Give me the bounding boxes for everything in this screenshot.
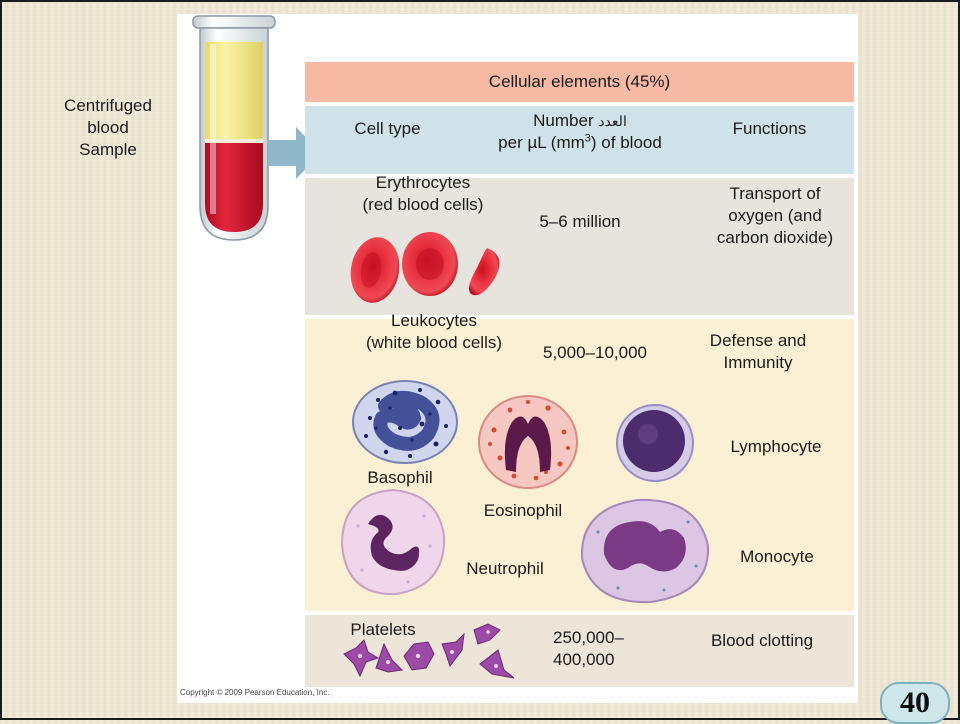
number-unit-a: per µL (mm (498, 133, 585, 152)
erythrocytes-function: Transport of oxygen (and carbon dioxide) (716, 184, 834, 247)
eosinophil-label: Eosinophil (483, 501, 563, 520)
lymphocyte-label: Lymphocyte (730, 437, 822, 456)
cellular-elements-title: Cellular elements (45%) (488, 72, 671, 91)
platelet-band (305, 615, 854, 687)
red-blood-cells-illustration (350, 232, 500, 303)
column-header-band (305, 106, 854, 174)
number-unit-b: ) of blood (590, 133, 662, 152)
leukocytes-label: Leukocytes (white blood cells) (365, 311, 503, 352)
basophil-cell (352, 380, 458, 464)
leukocytes-number: 5,000–10,000 (543, 343, 647, 362)
number-label-arabic: العدد (598, 113, 627, 129)
page-number-badge: 40 (880, 682, 950, 724)
neutrophil-label: Neutrophil (466, 559, 544, 578)
platelets-number: 250,000– 400,000 (553, 628, 624, 669)
centrifuge-tube (192, 15, 276, 241)
basophil-label: Basophil (367, 468, 433, 487)
neutrophil-cell (340, 488, 446, 596)
platelets-illustration (343, 623, 515, 679)
number-label: Number (533, 111, 594, 130)
copyright-notice: Copyright © 2009 Pearson Education, Inc. (180, 688, 330, 697)
monocyte-label: Monocyte (740, 547, 814, 566)
platelets-label: Platelets (350, 620, 416, 639)
header-band (305, 62, 854, 102)
platelets-function: Blood clotting (710, 631, 814, 650)
number-unit-sup: 3 (584, 132, 591, 145)
erythrocyte-band (305, 178, 854, 315)
monocyte-cell (580, 498, 710, 604)
column-functions: Functions (732, 119, 807, 138)
eosinophil-cell (478, 395, 578, 489)
leukocytes-function: Defense and Immunity (709, 331, 807, 372)
erythrocytes-label: Erythrocytes (red blood cells) (362, 173, 484, 214)
centrifuged-sample-label: Centrifuged blood Sample (64, 96, 152, 159)
column-cell-type: Cell type (354, 119, 421, 138)
lymphocyte-cell (616, 404, 694, 482)
erythrocytes-number: 5–6 million (539, 212, 621, 231)
column-number: Number العدد per µL (mm3) of blood (460, 110, 700, 154)
